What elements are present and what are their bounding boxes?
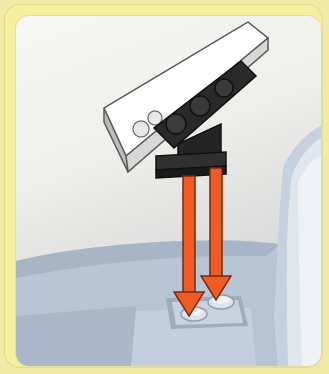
build-step-illustration	[16, 16, 321, 366]
instruction-panel	[15, 15, 322, 367]
instruction-frame	[4, 4, 323, 368]
side-wall-piece	[274, 126, 321, 366]
down-arrow-right	[201, 168, 231, 300]
